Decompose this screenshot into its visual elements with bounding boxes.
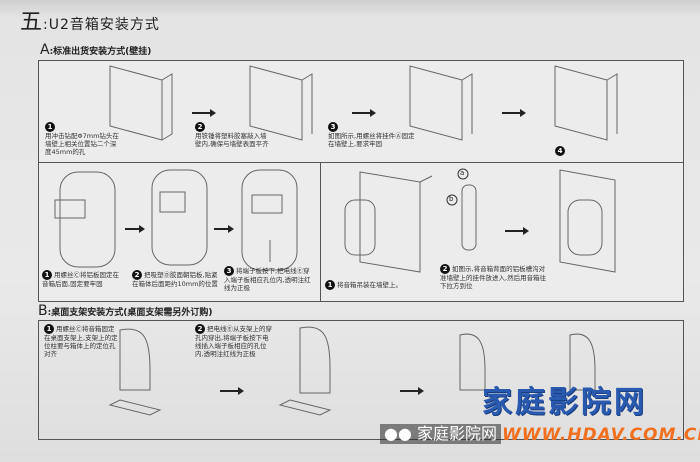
step-text: 如图示,将音箱背面的铝板槽沟对准墙壁上的挂件放进入,然后用音箱往下拉方到位 [440,265,547,290]
divider [320,162,321,302]
callout-a: a [460,169,465,177]
section-label: :标准出货安装方式(壁挂) [49,47,152,57]
step-number: 2 [195,324,205,334]
step-number: 2 [195,122,205,132]
step-number: 2 [440,264,450,274]
wechat-watermark: ●● 家庭影院网 [380,424,502,444]
step-text: 把电线Ⓔ从支架上的穿孔内穿出,将端子板按下电线插入端子板相应的孔位内,透明注红线… [195,325,272,358]
step-number: 3 [328,122,338,132]
step-a4: 4 [555,146,630,156]
step-number: 1 [44,324,54,334]
watermark-logo: 家庭影院网 [482,385,647,420]
wechat-name: 家庭影院网 [417,424,498,443]
arrow-icon [125,109,529,395]
step-text: 如图所示,用螺丝将挂件Ⓐ固定在墙壁上,要求牢固 [328,132,415,148]
step-text: 把吸塑Ⓓ胶面朝铝板,贴紧在箱体后面距约10mm的位置 [132,271,218,288]
step-number: 1 [325,280,335,290]
page-title: 五:U2音箱安装方式 [20,10,160,38]
step-number: 1 [45,122,55,132]
section-letter: A [40,42,50,58]
callout-a-icon [457,168,469,180]
wechat-icon: ●● [384,424,418,443]
step-number: 3 [224,266,234,276]
step-number: 1 [42,270,52,280]
callout-b-icon [446,194,458,206]
section-letter: B [38,303,48,319]
divider [38,162,684,163]
step-text: 用冲击钻配Φ7mm钻头在墙壁上相关位置钻二个深度45mm的孔 [45,132,119,156]
watermark-url: WWW.HDAV.COM.CN [502,425,700,445]
section-b-heading: B:桌面支架安装方式(桌面支架需另外订购) [38,303,212,321]
step-text: 用螺丝Ⓒ将音箱固定在桌面支架上,支架上的定位柱要与箱体上的定位孔对齐 [44,325,118,358]
title-text: :U2音箱安装方式 [43,17,160,33]
section-label: :桌面支架安装方式(桌面支架需另外订购) [47,308,213,318]
step-number: 4 [555,146,565,156]
wall-illustration [109,65,618,141]
step-text: 用螺丝Ⓒ将铝板固定在音箱后面,固定要牢固 [42,271,119,288]
step-text: 将音箱吊装在墙壁上。 [337,281,402,289]
section-numeral: 五 [20,10,44,35]
section-a-heading: A:标准出货安装方式(壁挂) [40,42,151,60]
section-b-panel [38,320,684,440]
step-text: 用铁锤将塑料胶塞敲入墙壁内,确保与墙壁表面平齐 [195,132,269,148]
callout-b: b [449,195,454,203]
step-text: 将端子板按下,把电线Ⓔ穿入端子板相应孔位内,透明注红线为正极 [224,267,311,292]
speaker-illustration [54,169,616,416]
step-number: 2 [132,270,142,280]
